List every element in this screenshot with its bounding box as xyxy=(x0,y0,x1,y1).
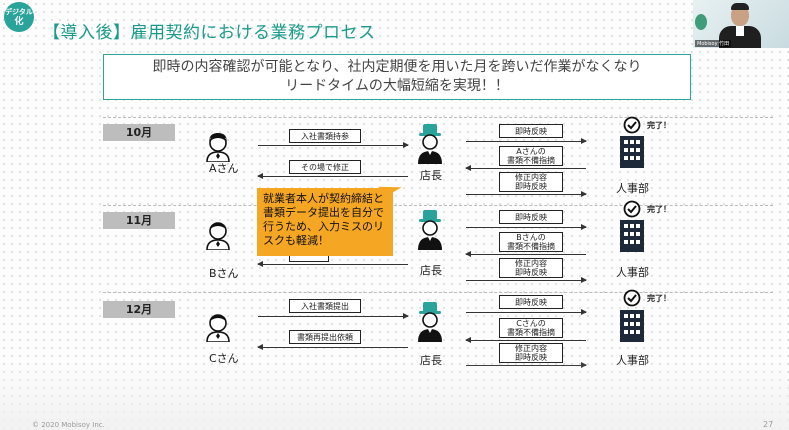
flow-box-line: Bさんの xyxy=(516,233,546,242)
flow-box-line: Aさんの xyxy=(516,147,546,156)
bottom-fade xyxy=(0,360,789,430)
check-icon xyxy=(623,200,641,218)
speaker-hair xyxy=(731,3,749,10)
flow-box: 即時反映 xyxy=(499,295,563,309)
webcam-name-tag: Mobisoy 竹田 xyxy=(695,40,732,47)
flow-box: 入社書類提出 xyxy=(289,299,361,313)
arrow-left xyxy=(465,337,586,343)
digital-logo: デジタル 化 xyxy=(4,2,34,32)
check-icon xyxy=(623,289,641,307)
arrow-right xyxy=(466,138,587,144)
plant-shape xyxy=(695,14,707,30)
person-label: Bさん xyxy=(209,267,239,280)
flow-box-line: 書類不備指摘 xyxy=(507,156,555,165)
flow-box-line: 修正内容 xyxy=(515,173,547,182)
person-icon xyxy=(206,314,230,342)
logo-text-2: 化 xyxy=(14,17,24,27)
store-manager-label: 店長 xyxy=(420,169,442,182)
month-label: 10月 xyxy=(103,124,175,141)
flow-box: Aさんの 書類不備指摘 xyxy=(499,146,563,166)
arrow-right xyxy=(258,313,409,319)
manager-icon xyxy=(418,124,442,164)
title-text: 雇用契約における業務プロセス xyxy=(130,23,376,43)
arrow-left xyxy=(465,165,586,171)
flow-box: Cさんの 書類不備指摘 xyxy=(499,318,563,338)
flow-box-line: 書類不備指摘 xyxy=(507,242,555,251)
flow-box: Bさんの 書類不備指摘 xyxy=(499,232,563,252)
flow-box-line: 修正内容 xyxy=(515,344,547,353)
speaker-shirt xyxy=(736,26,744,36)
page-number: 27 xyxy=(763,420,774,429)
flow-box-line: 即時反映 xyxy=(515,353,547,362)
done-label: 完了！ xyxy=(647,121,671,130)
flow-box-line: 修正内容 xyxy=(515,259,547,268)
person-label: Aさん xyxy=(209,162,239,175)
logo-text-1: デジタル xyxy=(5,8,33,16)
note-callout: 就業者本人が契約締結と書類データ提出を自分で行うため、入力ミスのリスクも軽減！ xyxy=(257,188,393,256)
flow-box: 入社書類持参 xyxy=(289,129,361,143)
person-icon xyxy=(206,222,230,250)
flow-box-line: 即時反映 xyxy=(515,182,547,191)
flow-box-line: 書類不備指摘 xyxy=(507,328,555,337)
flow-box: 修正内容 即時反映 xyxy=(499,258,563,278)
arrow-right xyxy=(466,224,587,230)
callout-line-1: 即時の内容確認が可能となり、社内定期便を用いた月を跨いだ作業がなくなり xyxy=(152,59,642,75)
summary-callout: 即時の内容確認が可能となり、社内定期便を用いた月を跨いだ作業がなくなり リードタ… xyxy=(103,54,691,100)
done-label: 完了！ xyxy=(647,205,671,214)
flow-box: 書類再提出依頼 xyxy=(289,330,361,344)
copyright: © 2020 Mobisoy Inc. xyxy=(32,421,105,429)
row-divider xyxy=(103,205,773,206)
manager-icon xyxy=(418,210,442,250)
callout-line-2: リードタイムの大幅短縮を実現！！ xyxy=(285,78,509,94)
flow-box: 修正内容 即時反映 xyxy=(499,172,563,192)
arrow-right xyxy=(258,142,409,148)
arrow-right xyxy=(466,309,587,315)
flow-box: 即時反映 xyxy=(499,124,563,138)
hr-label: 人事部 xyxy=(616,266,649,279)
arrow-left xyxy=(257,261,408,267)
person-icon xyxy=(206,133,230,162)
flow-box-line: 即時反映 xyxy=(515,268,547,277)
arrow-right xyxy=(466,191,587,197)
arrow-left xyxy=(257,173,408,179)
building-icon xyxy=(620,136,644,168)
check-icon xyxy=(623,116,641,134)
arrow-left xyxy=(257,344,408,350)
month-label: 11月 xyxy=(103,212,175,229)
row-divider xyxy=(103,117,773,118)
title-bracket: 【導入後】 xyxy=(43,23,131,43)
month-label: 12月 xyxy=(103,301,175,318)
flow-box: 即時反映 xyxy=(499,210,563,224)
webcam-thumbnail[interactable]: Mobisoy 竹田 xyxy=(693,0,789,48)
building-icon xyxy=(620,310,644,342)
row-divider xyxy=(103,292,773,293)
flow-box-line: Cさんの xyxy=(516,319,546,328)
flow-box: その場で修正 xyxy=(289,160,361,174)
arrow-right xyxy=(466,277,587,283)
hr-label: 人事部 xyxy=(616,182,649,195)
slide-title: 【導入後】雇用契約における業務プロセス xyxy=(43,18,376,43)
store-manager-label: 店長 xyxy=(420,264,442,277)
building-icon xyxy=(620,220,644,252)
manager-icon xyxy=(418,302,442,342)
done-label: 完了！ xyxy=(647,294,671,303)
arrow-left xyxy=(465,251,586,257)
